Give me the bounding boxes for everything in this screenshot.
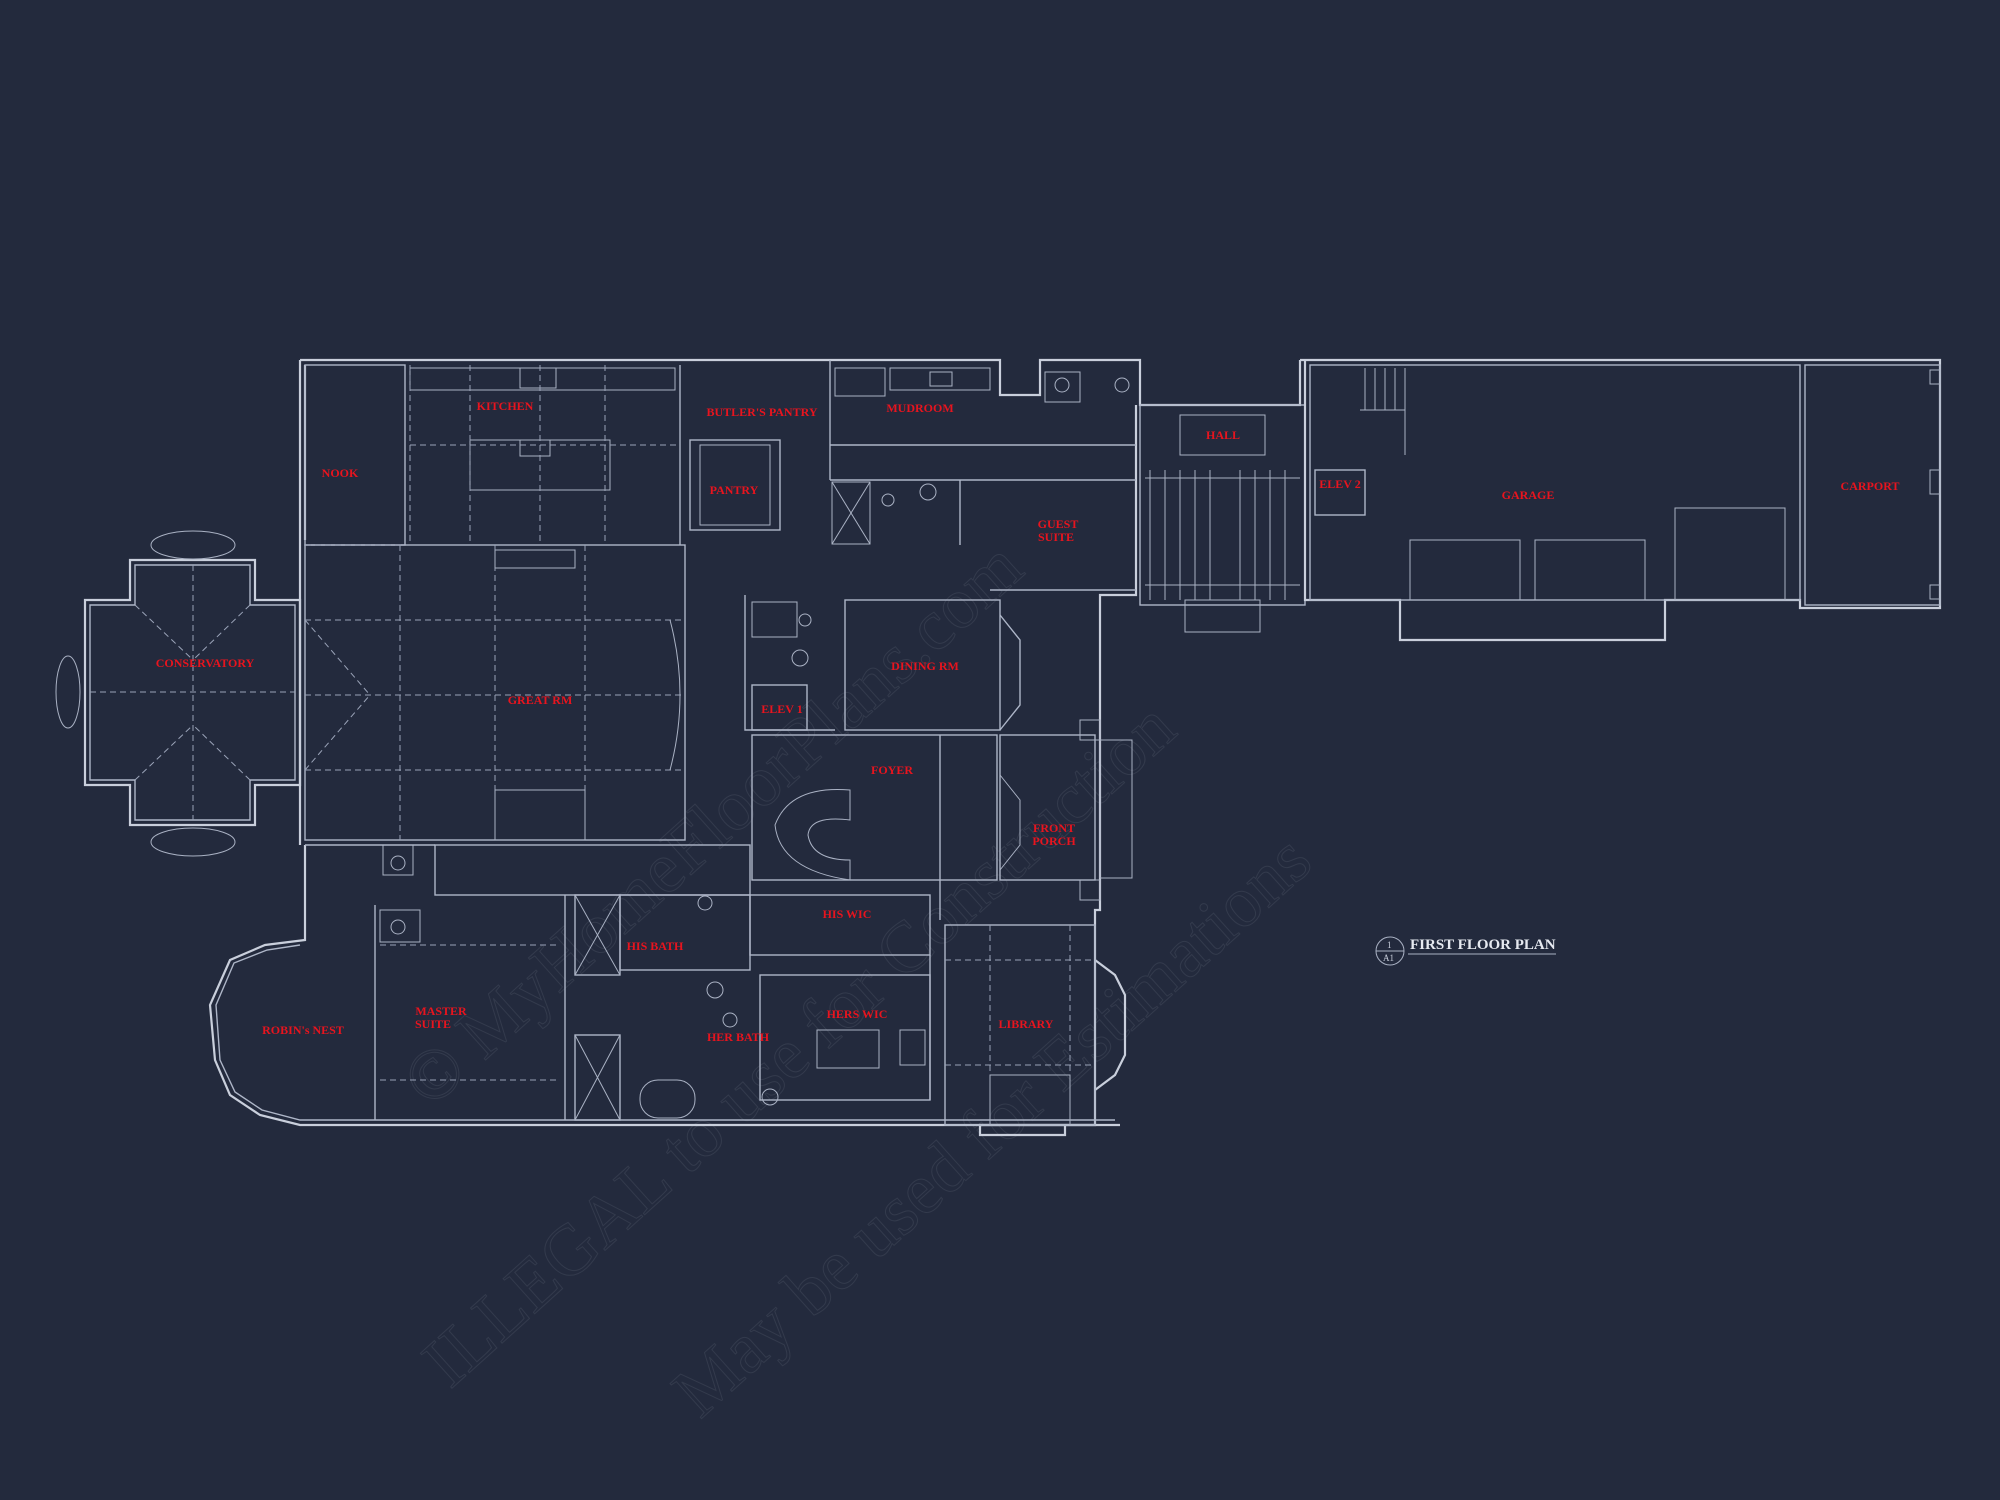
label-mudroom: MUDROOM bbox=[886, 401, 953, 415]
label-dining-rm: DINING RM bbox=[891, 659, 959, 673]
plan-title-block: 1 A1 FIRST FLOOR PLAN bbox=[1375, 936, 1556, 966]
label-hall: HALL bbox=[1206, 428, 1240, 442]
label-his-wic: HIS WIC bbox=[823, 907, 872, 921]
label-garage: GARAGE bbox=[1502, 488, 1555, 502]
label-master-suite-2: SUITE bbox=[415, 1017, 451, 1031]
label-robins-nest: ROBIN's NEST bbox=[262, 1023, 344, 1037]
kitchen-area bbox=[304, 364, 680, 546]
label-great-rm: GREAT RM bbox=[508, 693, 573, 707]
conservatory-wing bbox=[55, 530, 302, 857]
garage-wing bbox=[1300, 358, 1942, 642]
master-bath-suite bbox=[434, 844, 931, 1121]
label-front-porch-1: FRONT bbox=[1033, 821, 1075, 835]
label-guest-suite-1: GUEST bbox=[1038, 517, 1079, 531]
label-elev1: ELEV 1 bbox=[761, 702, 802, 716]
room-labels: KITCHEN BUTLER'S PANTRY MUDROOM HALL NOO… bbox=[156, 399, 1900, 1044]
service-rooms bbox=[679, 360, 1136, 545]
label-master-suite-1: MASTER bbox=[415, 1004, 467, 1018]
label-kitchen: KITCHEN bbox=[477, 399, 534, 413]
label-his-bath: HIS BATH bbox=[627, 939, 684, 953]
watermark: © MyHomeFloorPlans.com ILLEGAL to use fo… bbox=[387, 525, 1327, 1433]
label-nook: NOOK bbox=[322, 466, 359, 480]
plan-marker-sheet: A1 bbox=[1383, 953, 1394, 963]
label-foyer: FOYER bbox=[871, 763, 913, 777]
dining-foyer-area bbox=[744, 595, 1133, 920]
label-carport: CARPORT bbox=[1841, 479, 1900, 493]
label-hers-wic: HERS WIC bbox=[827, 1007, 888, 1021]
great-room-ceiling-grid bbox=[304, 544, 686, 841]
library-area bbox=[944, 924, 1096, 1126]
label-library: LIBRARY bbox=[999, 1017, 1054, 1031]
label-butlers-pantry: BUTLER'S PANTRY bbox=[706, 405, 817, 419]
label-conservatory: CONSERVATORY bbox=[156, 656, 255, 670]
plan-title: FIRST FLOOR PLAN bbox=[1410, 937, 1556, 953]
label-her-bath: HER BATH bbox=[707, 1030, 770, 1044]
guest-and-hall bbox=[990, 404, 1306, 633]
label-front-porch-2: PORCH bbox=[1032, 834, 1076, 848]
label-guest-suite-2: SUITE bbox=[1038, 530, 1074, 544]
plan-marker-number: 1 bbox=[1387, 940, 1392, 950]
label-pantry: PANTRY bbox=[710, 483, 759, 497]
master-suite-area bbox=[305, 844, 566, 1120]
label-elev2: ELEV 2 bbox=[1319, 477, 1360, 491]
